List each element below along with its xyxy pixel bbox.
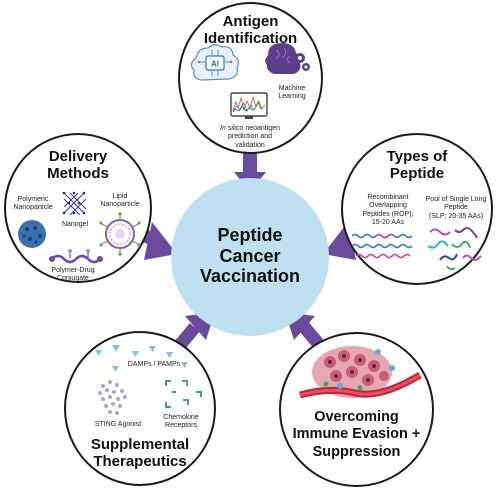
delivery-title: Delivery Methods	[4, 148, 152, 183]
rop-label-4: 15-20 AAs	[371, 219, 405, 227]
ml-label-2: Learning	[278, 93, 306, 101]
tumor-microenvironment-icon	[299, 346, 422, 399]
chemokine-label-1: Chemokine	[163, 414, 199, 421]
nanogel-label: Nanogel	[61, 221, 89, 228]
lipid-label: Lipid Nanoparticle	[95, 193, 145, 210]
polymer-drug-conjugate-icon	[49, 249, 103, 264]
polymeric-nanoparticle-icon	[18, 220, 46, 248]
chemokine-label: Chemokine Receptors	[156, 414, 206, 431]
polymeric-label-2: Nanoparticle	[13, 204, 53, 212]
antigen-title: Antigen Identification	[178, 13, 323, 48]
insilico-label: In silico neoantigen prediction and vali…	[209, 125, 291, 150]
types-title: Types of Peptide	[341, 148, 493, 183]
supplemental-circle	[64, 331, 216, 486]
center-line-1: Peptide	[217, 225, 283, 245]
evasion-title-2: Immune Evasion +	[292, 426, 421, 443]
polymeric-label-1: Polymeric	[17, 196, 49, 203]
sting-label: STING Agonist	[94, 421, 142, 428]
ai-brain-icon	[190, 44, 239, 81]
lipid-nanoparticle-icon	[99, 212, 141, 256]
slp-label-3: (SLP; 20-35 AAs)	[428, 212, 484, 220]
polymeric-label: Polymeric Nanoparticle	[10, 196, 56, 213]
ml-label-1: Machine	[278, 85, 306, 92]
nanogel-icon	[62, 191, 87, 216]
chemokine-label-2: Receptors	[165, 422, 197, 430]
damps-pamps-icon	[95, 345, 188, 372]
supplemental-title-1: Supplemental	[90, 436, 190, 453]
rop-label: Recombinant Overlapping Peptides (ROP); …	[353, 194, 423, 228]
ai-badge: AI	[211, 60, 219, 69]
ml-brain-icon	[265, 43, 310, 74]
lipid-label-1: Lipid	[112, 193, 128, 200]
sequencing-monitor-icon	[230, 92, 268, 119]
lipid-label-2: Nanoparticle	[100, 201, 140, 209]
slp-peptides-icon	[427, 227, 482, 271]
rop-label-2: Overlapping	[369, 202, 407, 210]
rop-label-3: Peptides (ROP);	[362, 210, 414, 218]
insilico-label-3: validation	[235, 141, 265, 149]
supplemental-title: Supplemental Therapeutics	[64, 436, 216, 471]
evasion-title-1: Overcoming	[314, 409, 399, 425]
rop-peptides-icon	[351, 233, 413, 259]
slp-label-1: Pool of Single Long	[425, 196, 487, 203]
center-line-3: Vaccination	[199, 266, 301, 287]
delivery-title-1: Delivery	[48, 148, 108, 165]
slp-label-2: Peptide	[444, 204, 468, 212]
insilico-label-1: In silico neoantigen	[220, 125, 280, 132]
center-title: Peptide Cancer Vaccination	[171, 225, 329, 287]
evasion-title-3: Suppression	[312, 443, 401, 460]
center-circle	[171, 178, 329, 336]
damps-label: DAMPs / PAMPs	[127, 361, 181, 368]
evasion-title: Overcoming Immune Evasion + Suppression	[279, 409, 434, 461]
conjugate-label-2: Conjugate	[57, 275, 89, 283]
rop-label-1: Recombinant	[367, 194, 409, 201]
types-title-1: Types of	[386, 148, 448, 165]
antigen-title-1: Antigen	[222, 13, 279, 30]
conjugate-label: Polymer-Drug Conjugate	[38, 267, 108, 284]
types-circle	[341, 133, 493, 285]
center-line-2: Cancer	[219, 245, 281, 266]
types-title-2: Peptide	[389, 165, 445, 183]
sting-agonist-icon	[98, 380, 127, 415]
ml-label: Machine Learning	[268, 85, 316, 102]
delivery-title-2: Methods	[47, 165, 109, 183]
slp-label: Pool of Single Long Peptide (SLP; 20-35 …	[420, 196, 492, 221]
chemokine-receptors-icon	[165, 380, 202, 408]
insilico-label-2: prediction and	[228, 133, 272, 141]
conjugate-label-1: Polymer-Drug	[51, 267, 95, 274]
supplemental-title-2: Therapeutics	[93, 453, 187, 471]
antigen-title-2: Identification	[203, 30, 298, 48]
